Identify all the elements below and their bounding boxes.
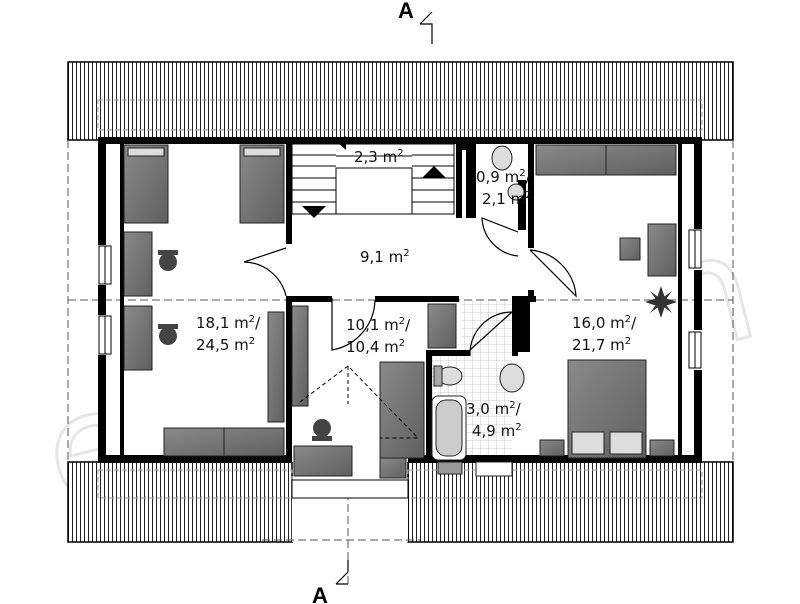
chair-icon [158,250,332,441]
chair [619,237,641,261]
wardrobe [267,311,285,423]
section-marker-top: A [398,0,433,44]
cabinet [427,303,457,349]
desk [123,231,153,297]
bed [239,144,285,224]
desk [293,445,353,477]
room-label-hall: 9,1 m2 [360,248,410,266]
room-label-wc: 0,9 m2/ 2,1 m2 [476,168,535,208]
furniture-office [291,303,457,479]
nightstand [649,439,675,457]
plant-icon [645,286,677,318]
furniture-right-bedroom [535,144,677,459]
bed [123,144,169,224]
staircase [291,143,455,215]
bookshelf [291,305,309,407]
wc-toilet-icon [491,145,513,171]
room-label-left-bedroom: 18,1 m2/ 24,5 m2 [196,314,265,354]
sink-icon [499,363,525,393]
svg-text:A: A [398,0,414,23]
bed [379,361,425,459]
desk [123,305,153,371]
stairs-direction-arrow-icon [338,136,346,150]
section-marker-bottom: A [312,560,349,604]
furniture-left-bedroom [123,144,285,457]
roof [67,61,734,543]
room-label-office: 10,1 m2/ 10,4 m2 [346,316,415,356]
svg-text:A: A [312,583,328,604]
room-label-stairs: 2,3 m2 [354,148,404,166]
doors [243,217,577,357]
room-label-bathroom: 3,0 m2/ 4,9 m2 [466,400,525,440]
room-label-right-bedroom: 16,0 m2/ 21,7 m2 [572,314,641,354]
wc-sink-icon [507,183,525,201]
stairs-arrow-up-icon [422,166,446,178]
walls [98,137,702,463]
bathroom-fixtures [431,145,525,477]
desk [647,223,677,277]
nightstand [539,439,565,457]
stairs-arrow-down-icon [302,206,326,218]
